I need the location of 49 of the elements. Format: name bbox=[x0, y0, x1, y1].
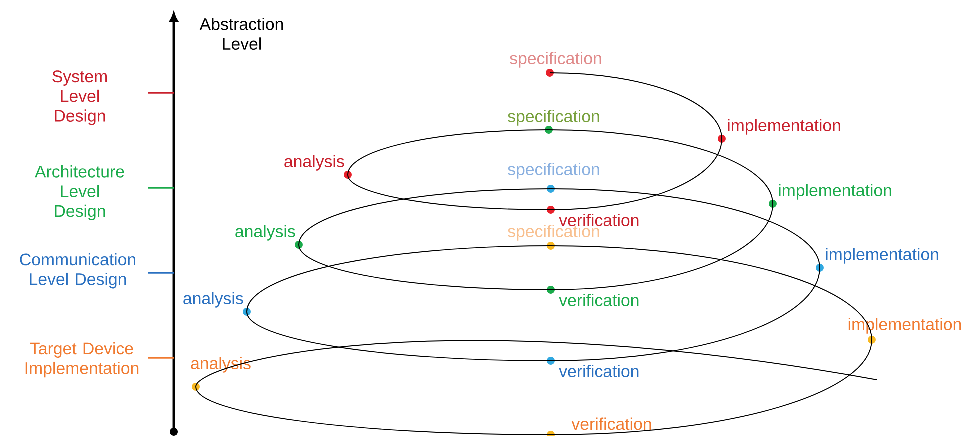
phase-point: specification bbox=[508, 163, 600, 193]
level-label: Communication Level Design bbox=[20, 253, 136, 289]
spiral-curve bbox=[550, 246, 872, 340]
spiral-curve bbox=[348, 174, 552, 210]
node-label: implementation bbox=[728, 119, 840, 135]
phase-point: implementation bbox=[718, 119, 840, 143]
node-label: analysis bbox=[236, 225, 296, 241]
spiral-curve bbox=[548, 130, 774, 204]
phase-point: specification bbox=[508, 225, 600, 250]
spiral-curve bbox=[550, 204, 774, 290]
level-label: System Level Design bbox=[52, 70, 107, 126]
level-label: Architecture Level Design bbox=[35, 165, 124, 221]
phase-point: verification bbox=[547, 357, 639, 378]
level-label: Target Device Implementation bbox=[26, 342, 139, 378]
phase-point: verification bbox=[547, 418, 652, 436]
phase-point: verification bbox=[547, 286, 639, 306]
spiral-curve bbox=[246, 312, 552, 362]
node-label: analysis bbox=[184, 292, 244, 308]
spiral-curve bbox=[550, 72, 722, 140]
phase-point: implementation bbox=[816, 248, 938, 272]
spiral-curve bbox=[246, 246, 552, 312]
node-label: specification bbox=[508, 110, 600, 126]
spiral-curve bbox=[550, 268, 820, 362]
node-label: verification bbox=[559, 294, 639, 306]
spiral-curve bbox=[550, 340, 872, 436]
phase-point: analysis bbox=[284, 155, 352, 179]
phase-point: verification bbox=[547, 206, 639, 226]
spiral-curve bbox=[196, 340, 878, 388]
axis-title: Abstraction Level bbox=[200, 18, 284, 50]
spiral-curve bbox=[196, 386, 552, 436]
node-label: verification bbox=[559, 365, 639, 378]
node-label: implementation bbox=[826, 248, 938, 264]
phase-point: specification bbox=[508, 110, 600, 134]
node-label: specification bbox=[508, 163, 600, 179]
spiral-curve bbox=[298, 244, 552, 290]
spiral-curve bbox=[348, 130, 550, 176]
phase-point: analysis bbox=[184, 292, 251, 316]
phase-point: analysis bbox=[236, 225, 303, 249]
node-label: verification bbox=[572, 418, 652, 430]
node-label: specification bbox=[508, 225, 600, 241]
node-label: analysis bbox=[284, 155, 344, 171]
spiral-curve bbox=[550, 188, 820, 268]
node-label: verification bbox=[559, 214, 639, 226]
node-label: specification bbox=[510, 52, 602, 68]
node-label: implementation bbox=[779, 184, 892, 200]
spiral-curve bbox=[298, 188, 552, 246]
phase-point: specification bbox=[510, 52, 602, 77]
spiral-curve bbox=[550, 138, 722, 210]
phase-point: implementation bbox=[769, 184, 892, 208]
